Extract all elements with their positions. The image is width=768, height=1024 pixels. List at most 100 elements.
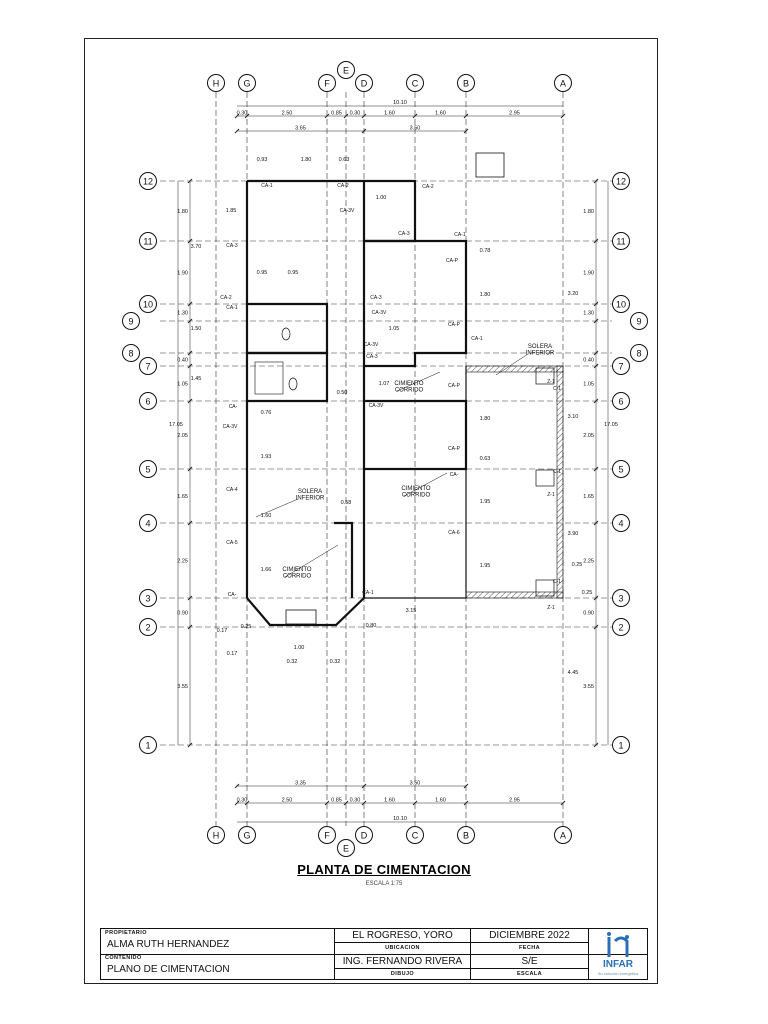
owner-label: PROPIETARIO xyxy=(105,930,147,936)
room-dim-6: 0.95 xyxy=(257,270,268,276)
svg-text:6: 6 xyxy=(618,396,623,406)
dim-left-outer-label-8: 2.25 xyxy=(177,559,188,565)
room-dim-28: 0.32 xyxy=(330,659,341,665)
dim-left-outer-label-1: 1.90 xyxy=(177,271,188,277)
svg-text:G: G xyxy=(243,830,250,840)
tag-22: CA- xyxy=(450,472,459,478)
row-bubble-left-6: 6 xyxy=(139,392,157,410)
dim-left-inner-2: 1.45 xyxy=(191,376,202,382)
drawing-scale: ESCALA 1:75 xyxy=(365,881,403,887)
dim-right-outer-label-5: 1.05 xyxy=(583,382,594,388)
tag-12: CA-3V xyxy=(372,310,387,316)
wall-bay xyxy=(246,597,365,627)
row-bubble-right-10: 10 xyxy=(612,295,630,313)
dim-top-1 xyxy=(234,113,566,119)
tag-16: CA-P xyxy=(448,383,461,389)
title-block: PROPIETARIO ALMA RUTH HERNANDEZ CONTENID… xyxy=(100,928,648,980)
room-dim-25: 3.15 xyxy=(406,608,417,614)
tag-13: CA-1 xyxy=(471,336,483,342)
row-bubble-left-8: 8 xyxy=(122,344,140,362)
toilet-icon xyxy=(281,327,291,341)
svg-text:A: A xyxy=(560,78,566,88)
room-dim-7: 0.95 xyxy=(288,270,299,276)
room-dim-19: 1.66 xyxy=(261,567,272,573)
col-bubble-bottom-g: G xyxy=(238,826,256,844)
svg-text:6: 6 xyxy=(145,396,150,406)
svg-text:1: 1 xyxy=(618,740,623,750)
svg-text:D: D xyxy=(361,78,368,88)
tag-19: CA-3V xyxy=(369,403,384,409)
tag-27: C-1 xyxy=(553,386,561,392)
note-cimiento-2-line-1: CORRIDO xyxy=(402,493,431,499)
dim-left-inner-1: 1.50 xyxy=(191,326,202,332)
tag-14: CA-3V xyxy=(364,342,379,348)
tag-6: CA-3 xyxy=(226,243,238,249)
col-bubble-bottom-h: H xyxy=(207,826,225,844)
tag-23: CA-5 xyxy=(226,540,238,546)
location-label: UBICACION xyxy=(385,945,420,951)
tag-17: CA- xyxy=(229,404,238,410)
room-dim-30: 0.17 xyxy=(227,651,238,657)
col-bubble-top-d: D xyxy=(355,74,373,92)
svg-text:9: 9 xyxy=(128,316,133,326)
tag-15: CA-3 xyxy=(366,354,378,360)
svg-text:8: 8 xyxy=(636,348,641,358)
scale-value: S/E xyxy=(521,956,538,967)
row-bubble-right-6: 6 xyxy=(612,392,630,410)
note-solera-2-line-1: INFERIOR xyxy=(296,496,325,502)
stove-icon xyxy=(475,152,505,178)
logo-name: INFAR xyxy=(603,959,633,970)
tag-28: C-1 xyxy=(553,469,561,475)
note-cimiento-3-line-0: CIMIENTO xyxy=(282,567,312,573)
note-solera-1-line-0: SOLERA xyxy=(528,344,552,350)
svg-text:E: E xyxy=(343,843,349,853)
dim-right-outer-label-0: 1.80 xyxy=(583,209,594,215)
wall-room-right-top xyxy=(364,239,468,368)
svg-text:7: 7 xyxy=(145,361,150,371)
zapata-0 xyxy=(535,367,555,385)
row-bubble-right-4: 4 xyxy=(612,514,630,532)
row-bubble-left-2: 2 xyxy=(139,618,157,636)
note-cimiento-1-line-0: CIMIENTO xyxy=(394,381,424,387)
dim-right-outer-label-9: 0.90 xyxy=(583,611,594,617)
svg-text:F: F xyxy=(324,830,330,840)
row-bubble-right-9: 9 xyxy=(630,312,648,330)
svg-text:9: 9 xyxy=(636,316,641,326)
room-dim-5: 0.78 xyxy=(480,248,491,254)
row-bubble-right-3: 3 xyxy=(612,589,630,607)
col-bubble-bottom-c: C xyxy=(406,826,424,844)
dim-top-2 xyxy=(234,128,469,134)
col-bubble-bottom-d: D xyxy=(355,826,373,844)
room-dim-20: 1.95 xyxy=(480,563,491,569)
dim-bottom-2-label-6: 2.95 xyxy=(509,798,520,804)
dim-left-outer-label-0: 1.80 xyxy=(177,209,188,215)
room-dim-12: 0.50 xyxy=(337,390,348,396)
dim-bottom-2-label-2: 0.85 xyxy=(331,798,342,804)
tag-z1-a: Z-1 xyxy=(547,379,555,385)
dim-left-total: 17.05 xyxy=(169,422,183,428)
tag-10: CA-1 xyxy=(226,305,238,311)
shower-icon xyxy=(254,361,284,395)
tag-2: CA-3V xyxy=(340,208,355,214)
room-dim-4: 1.00 xyxy=(376,195,387,201)
row-bubble-left-11: 11 xyxy=(139,232,157,250)
svg-text:3: 3 xyxy=(145,593,150,603)
dim-left-outer-label-4: 0.40 xyxy=(177,358,188,364)
zapata-1 xyxy=(535,469,555,487)
row-bubble-left-3: 3 xyxy=(139,589,157,607)
footing-porch-right xyxy=(556,365,564,599)
row-bubble-right-1: 1 xyxy=(612,736,630,754)
tag-z1-b: Z-1 xyxy=(547,492,555,498)
row-bubble-right-7: 7 xyxy=(612,357,630,375)
dim-bottom-2-label-1: 2.50 xyxy=(282,798,293,804)
dim-right-outer-label-6: 2.05 xyxy=(583,433,594,439)
svg-text:5: 5 xyxy=(145,464,150,474)
dim-left-outer-label-9: 0.90 xyxy=(177,611,188,617)
wall-bath-2 xyxy=(247,351,329,403)
col-bubble-top-g: G xyxy=(238,74,256,92)
row-bubble-right-11: 11 xyxy=(612,232,630,250)
wall-inner-stub xyxy=(334,521,354,598)
col-bubble-top-b: B xyxy=(457,74,475,92)
